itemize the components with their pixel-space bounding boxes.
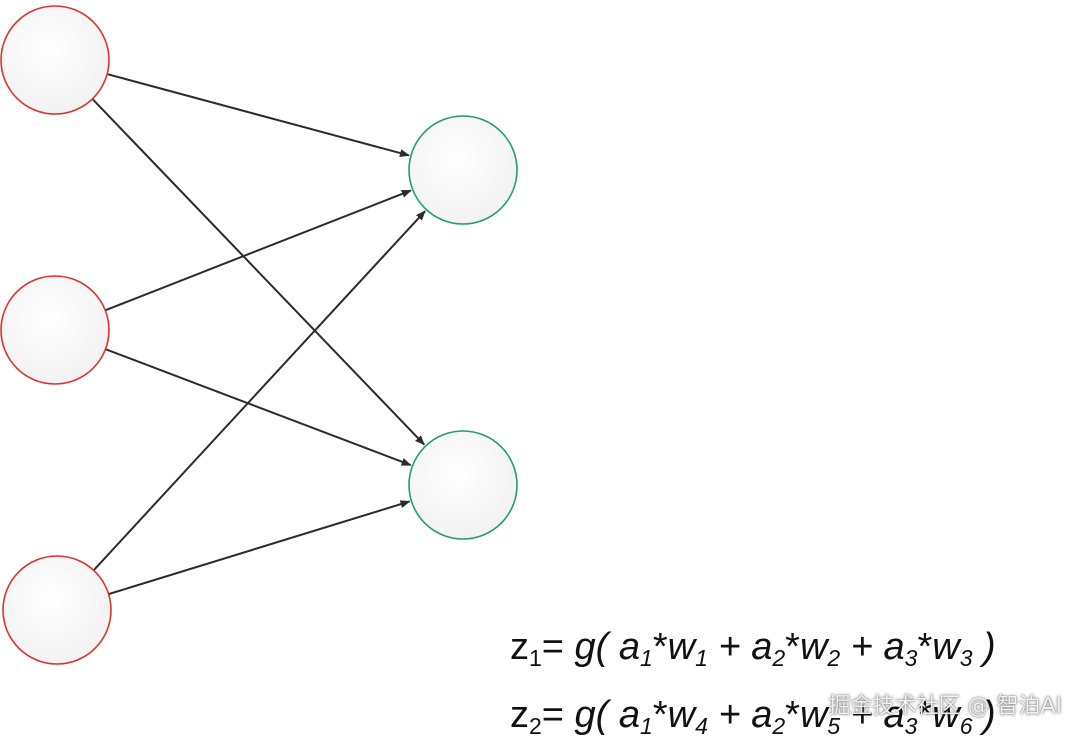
eq1-term: a (618, 626, 641, 668)
input-node-a2 (0, 275, 110, 385)
eq1-term: w (667, 626, 696, 668)
eq2-plus: + (840, 694, 884, 736)
eq1-lhs-sub: 1 (529, 645, 542, 671)
eq1-function: g( (574, 626, 619, 668)
connections (91, 73, 426, 596)
edge-a1-to-z1 (106, 73, 410, 157)
eq1-term-sub: 3 (959, 645, 973, 671)
eq2-term: a (751, 694, 773, 736)
edge-a3-to-z1 (92, 210, 426, 571)
equation-z1: z1= g( a1*w1 + a2*w2 + a3*w3 ) (510, 626, 996, 670)
eq2-plus: + (707, 694, 752, 736)
eq2-close: ) (972, 694, 996, 736)
eq1-term: a (883, 626, 905, 668)
eq2-term: w (799, 694, 828, 736)
eq2-mult: * (652, 694, 668, 736)
eq1-plus: + (707, 626, 752, 668)
input-node-a3 (2, 555, 112, 665)
edge-a1-to-z2 (91, 98, 425, 446)
watermark: 掘金技术社区 @ 智泊AI (828, 694, 1062, 719)
eq2-term-sub: 4 (695, 713, 708, 739)
eq2-term: w (932, 694, 960, 736)
eq2-term-sub: 2 (772, 713, 786, 739)
eq2-mult: * (785, 694, 800, 736)
eq2-mult: * (917, 694, 933, 736)
eq1-close: ) (972, 626, 996, 668)
eq1-term: w (932, 626, 960, 668)
eq1-term: w (799, 626, 828, 668)
eq1-term-sub: 2 (827, 645, 841, 671)
eq1-term-sub: 3 (904, 645, 918, 671)
eq1-term-sub: 1 (695, 645, 708, 671)
eq1-mult: * (917, 626, 933, 668)
eq1-mult: * (652, 626, 668, 668)
output-node-z1 (408, 115, 518, 225)
eq2-term: a (883, 694, 905, 736)
edge-a2-to-z2 (105, 348, 412, 467)
eq2-term-sub: 6 (959, 713, 973, 739)
eq2-term-sub: 3 (904, 713, 918, 739)
eq2-equals: = (541, 694, 575, 736)
eq1-plus: + (840, 626, 884, 668)
input-node-a1 (0, 5, 110, 115)
eq1-term-sub: 1 (640, 645, 653, 671)
eq1-term-sub: 2 (772, 645, 786, 671)
nodes (0, 5, 518, 665)
eq2-lhs-sub: 2 (529, 713, 542, 739)
edge-a2-to-z1 (104, 189, 412, 312)
equation-z2: z2= g( a1*w4 + a2*w5 + a3*w6 ) (510, 694, 996, 738)
eq2-lhs: z (510, 694, 529, 736)
eq2-term-sub: 1 (640, 713, 653, 739)
output-node-z2 (408, 430, 518, 540)
eq1-mult: * (785, 626, 800, 668)
eq1-term: a (751, 626, 773, 668)
eq1-lhs: z (510, 626, 529, 668)
eq2-term: a (618, 694, 641, 736)
eq2-term-sub: 5 (827, 713, 841, 739)
eq2-function: g( (574, 694, 619, 736)
edge-a3-to-z2 (108, 500, 411, 596)
eq1-equals: = (541, 626, 575, 668)
eq2-term: w (667, 694, 696, 736)
